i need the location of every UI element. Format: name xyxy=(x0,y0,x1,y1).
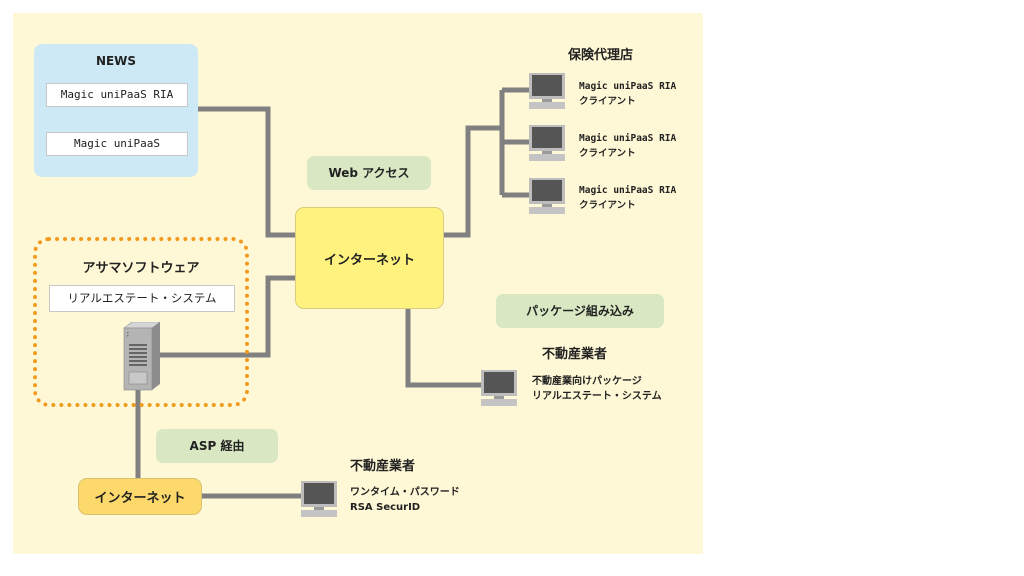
internet-main-node: インターネット xyxy=(295,207,444,309)
client-pc-icon xyxy=(529,73,565,109)
client-3-line2: クライアント xyxy=(579,200,636,211)
asama-title: アサマソフトウェア xyxy=(82,261,200,276)
client-1-line1: Magic uniPaaS RIA xyxy=(579,81,677,92)
asama-system-label: リアルエステート・システム xyxy=(49,285,235,312)
insurance-agency-title: 保険代理店 xyxy=(568,48,634,63)
wire-internet-clients xyxy=(442,125,502,238)
client-pc-icon xyxy=(529,178,565,214)
realestate-pc-icon xyxy=(481,370,517,406)
wire-news-internet xyxy=(198,106,295,238)
tag-web-access: Web アクセス xyxy=(307,156,431,190)
client-2-label: Magic uniPaaS RIA クライアント xyxy=(579,131,676,161)
server-icon xyxy=(123,322,161,391)
realestate-asp-line1: ワンタイム・パスワード xyxy=(350,487,460,498)
wire-server-internet xyxy=(160,275,295,358)
realestate-asp-title: 不動産業者 xyxy=(350,459,416,474)
news-item-uniPaaS-ria: Magic uniPaaS RIA xyxy=(46,83,188,107)
tag-asp: ASP 経由 xyxy=(156,429,278,463)
realestate-package-line2: リアルエステート・システム xyxy=(532,391,662,402)
client-3-label: Magic uniPaaS RIA クライアント xyxy=(579,183,676,213)
client-1-line2: クライアント xyxy=(579,96,636,107)
realestate-package-title: 不動産業者 xyxy=(542,347,608,362)
client-2-line2: クライアント xyxy=(579,148,636,159)
news-item-uniPaaS: Magic uniPaaS xyxy=(46,132,188,156)
realestate-package-label: 不動産業向けパッケージ リアルエステート・システム xyxy=(532,374,662,404)
realestate-asp-pc-icon xyxy=(301,481,337,517)
client-3-line1: Magic uniPaaS RIA xyxy=(579,185,677,196)
news-box: NEWS Magic uniPaaS RIA Magic uniPaaS xyxy=(34,44,198,177)
tag-package: パッケージ組み込み xyxy=(496,294,664,328)
news-title: NEWS xyxy=(95,54,137,68)
realestate-asp-label: ワンタイム・パスワード RSA SecurID xyxy=(350,485,460,515)
client-1-label: Magic uniPaaS RIA クライアント xyxy=(579,79,676,109)
realestate-package-line1: 不動産業向けパッケージ xyxy=(532,376,642,387)
client-pc-icon xyxy=(529,125,565,161)
wire-internet-package xyxy=(405,307,482,388)
realestate-asp-line2: RSA SecurID xyxy=(350,502,421,513)
client-2-line1: Magic uniPaaS RIA xyxy=(579,133,677,144)
asama-software-group xyxy=(33,237,249,407)
internet-small-node: インターネット xyxy=(78,478,202,515)
